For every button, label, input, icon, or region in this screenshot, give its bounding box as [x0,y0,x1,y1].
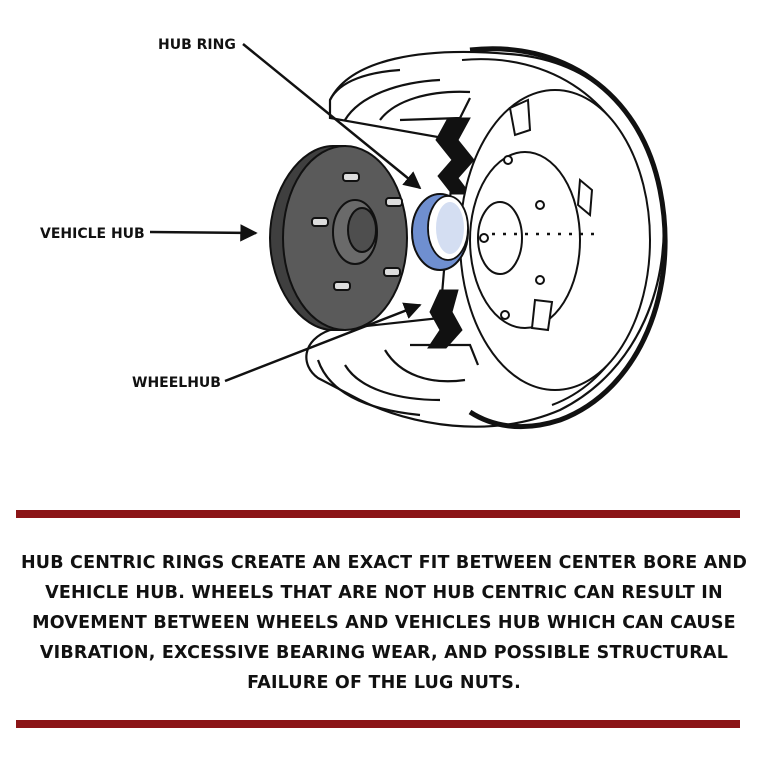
caption-line: HUB CENTRIC RINGS CREATE AN EXACT FIT BE… [20,553,748,573]
caption-line: VIBRATION, EXCESSIVE BEARING WEAR, AND P… [39,643,729,663]
divider-top [16,510,740,518]
caption-line: MOVEMENT BETWEEN WHEELS AND VEHICLES HUB… [32,613,736,633]
label-vehicle-hub: VEHICLE HUB [40,226,145,242]
vehicle-hub [268,145,408,331]
hub-ring [411,193,469,271]
callout-arrows [149,43,422,383]
label-wheelhub: WHEELHUB [132,375,221,391]
divider-bottom [16,720,740,728]
hub-ring-arrow [242,43,422,190]
caption-line: VEHICLE HUB. WHEELS THAT ARE NOT HUB CEN… [45,583,723,603]
label-hub-ring: HUB RING [158,37,236,53]
wheel-face [459,89,651,391]
caption-line: FAILURE OF THE LUG NUTS. [247,673,521,693]
vehicle-hub-arrow [149,224,258,242]
caption-text: HUB CENTRIC RINGS CREATE AN EXACT FIT BE… [0,548,768,698]
wheelhub-arrow [224,302,422,383]
hub-ring-diagram: HUB RING VEHICLE HUB WHEELHUB [40,37,668,430]
